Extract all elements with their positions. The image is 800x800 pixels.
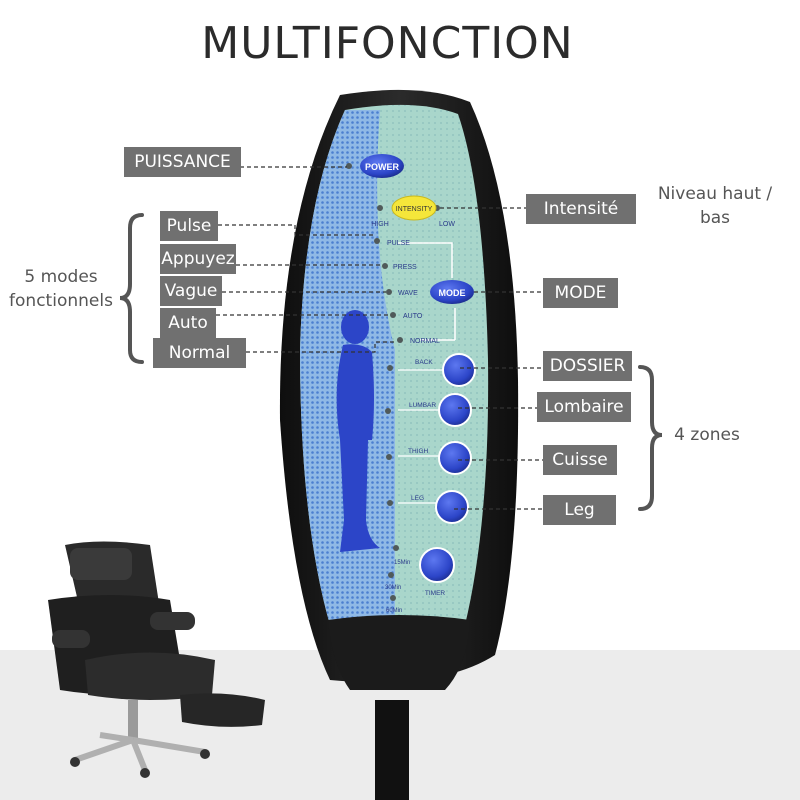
remote-zone-thigh: THIGH [408, 448, 429, 455]
mode-tag: MODE [543, 278, 618, 308]
remote-body [279, 89, 519, 800]
remote-zone-leg: LEG [411, 495, 424, 502]
power-button[interactable]: POWER [360, 154, 404, 178]
mode-bracket [398, 242, 456, 341]
low-label: LOW [439, 221, 455, 228]
intensity-tag: Intensité [526, 194, 636, 224]
timer-15-label: 15Min [394, 560, 410, 566]
intensity-button[interactable]: INTENSITY [391, 195, 437, 221]
zone-tag-thigh: Cuisse [543, 445, 617, 475]
thigh-zone-button[interactable] [438, 441, 472, 475]
modes-group-note: 5 modes fonctionnels [9, 267, 113, 311]
power-tag: PUISSANCE [124, 147, 241, 177]
remote-mode-pulse: PULSE [387, 240, 410, 247]
zone-lines [398, 369, 445, 504]
intensity-button-label: INTENSITY [396, 206, 433, 213]
remote-mode-auto: AUTO [403, 313, 423, 320]
modes-brace [119, 213, 144, 364]
office-chair-image [48, 541, 265, 778]
zones-group-note: 4 zones [674, 425, 740, 445]
remote-zone-back: BACK [415, 359, 433, 366]
mode-tag-normal: Normal [153, 338, 246, 368]
mode-tag-press: Appuyez [160, 244, 236, 274]
back-zone-button[interactable] [442, 353, 476, 387]
mode-tag-wave: Vague [160, 276, 222, 306]
zone-tag-lumbar: Lombaire [537, 392, 631, 422]
mode-tag-pulse: Pulse [160, 211, 218, 241]
timer-button-label: TIMER [425, 590, 446, 597]
power-button-label: POWER [365, 162, 400, 172]
mode-button[interactable]: MODE [430, 280, 474, 304]
timer-button[interactable] [419, 547, 455, 583]
callout-leaders [216, 166, 543, 510]
remote-mode-wave: WAVE [398, 290, 418, 297]
remote-mode-press: PRESS [393, 264, 417, 271]
zones-brace [638, 365, 663, 511]
indicator-dots [346, 163, 440, 601]
leg-zone-button[interactable] [435, 490, 469, 524]
timer-60-label: 60Min [386, 608, 402, 614]
intensity-note: Niveau haut / bas [657, 184, 773, 228]
page-title: MULTIFONCTION [201, 18, 574, 69]
mode-button-label: MODE [439, 288, 466, 298]
timer-30-label: 30Min [385, 585, 401, 591]
human-silhouette [336, 310, 380, 552]
zone-tag-leg: Leg [543, 495, 616, 525]
remote-mode-normal: NORMAL [410, 338, 440, 345]
remote-zone-lumbar: LUMBAR [409, 402, 436, 409]
zone-tag-back: DOSSIER [543, 351, 632, 381]
mode-tag-auto: Auto [160, 308, 216, 338]
high-label: HIGH [371, 221, 389, 228]
lumbar-zone-button[interactable] [438, 393, 472, 427]
